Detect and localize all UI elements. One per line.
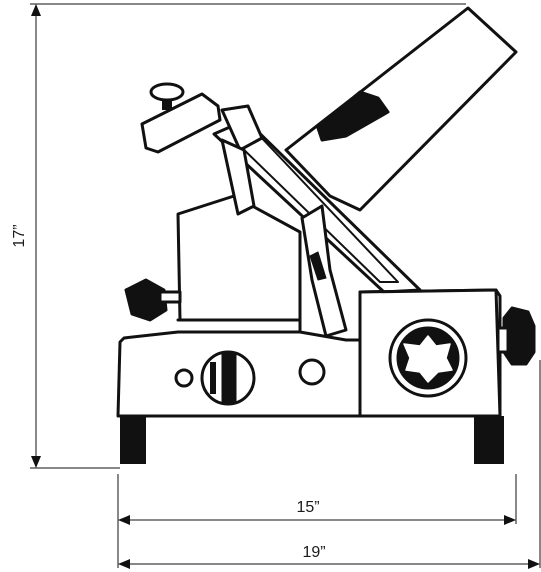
height-arrow-bottom (31, 456, 41, 468)
thickness-knob-stem (158, 290, 182, 304)
selector-dial-notch (210, 362, 216, 394)
blade-hub-star (403, 335, 453, 383)
dimension-lines (30, 3, 541, 569)
left-foot (120, 416, 146, 464)
slicer-illustration (116, 6, 536, 464)
end-knob-base (496, 326, 510, 354)
base-width-arrow-left (118, 515, 130, 525)
indicator-light-right (298, 358, 326, 386)
carriage-post (220, 138, 256, 216)
selector-dial-grip (221, 353, 237, 403)
overall-width-arrow-left (118, 559, 130, 569)
height-label: 17” (11, 224, 28, 247)
dimension-labels: 17” 15” 19” (11, 224, 326, 561)
indicator-light-left (174, 368, 194, 388)
carriage-bracket-slot (309, 251, 327, 281)
right-foot (474, 416, 504, 464)
overall-width-arrow-right (528, 559, 540, 569)
base-front-panel (176, 318, 302, 334)
chute-handle (316, 90, 390, 142)
height-arrow-top (31, 4, 41, 16)
gripper-arm (220, 104, 264, 152)
gripper-knob (149, 82, 185, 102)
end-knob (502, 306, 536, 366)
product-chute (284, 6, 518, 212)
base-width-arrow-right (504, 515, 516, 525)
overall-width-label: 19” (302, 544, 325, 561)
thickness-knob-left (124, 278, 168, 322)
gripper-head (140, 92, 222, 154)
base-width-label: 15” (296, 499, 319, 516)
